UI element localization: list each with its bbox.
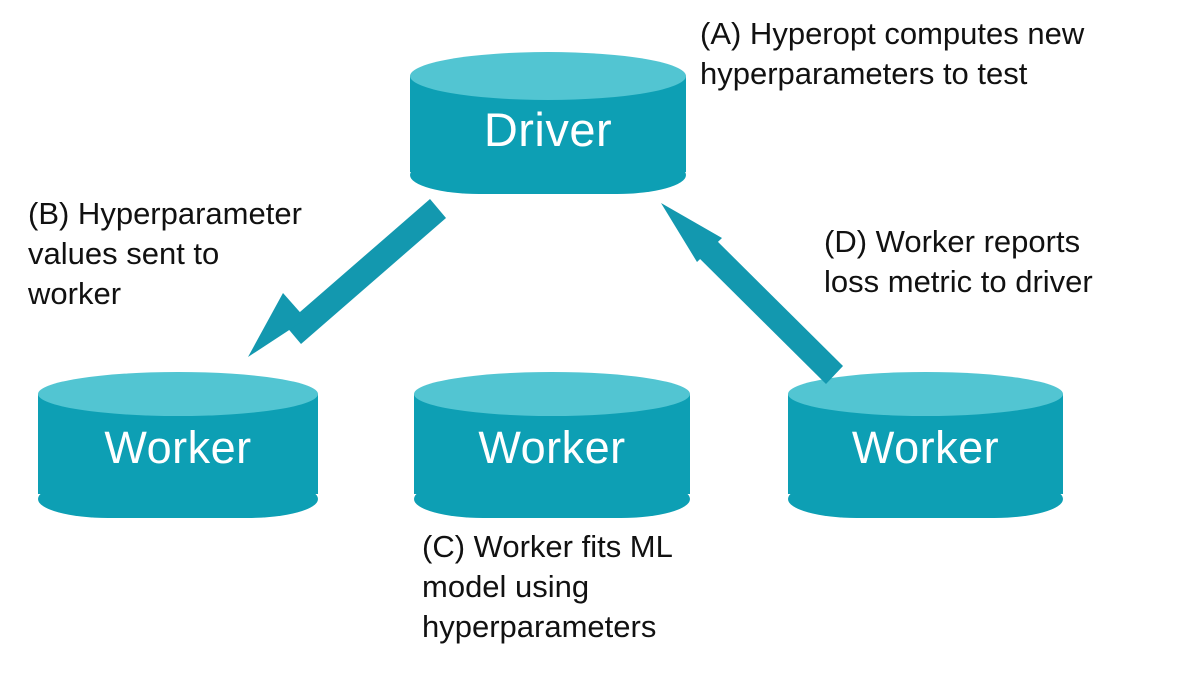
annotation-a: (A) Hyperopt computes new hyperparameter…	[700, 16, 1085, 91]
annotation-d: (D) Worker reports loss metric to driver	[824, 224, 1093, 299]
driver-label: Driver	[483, 103, 613, 156]
worker-left-cylinder-top	[38, 372, 318, 416]
worker-right-label: Worker	[851, 422, 1000, 473]
worker-center-cylinder-top	[414, 372, 690, 416]
worker-to-driver-arrow	[661, 203, 843, 384]
annotation-c: (C) Worker fits ML model using hyperpara…	[422, 529, 673, 644]
node-worker-right[interactable]: Worker	[788, 372, 1063, 518]
driver-cylinder-top	[410, 52, 686, 100]
worker-left-label: Worker	[104, 422, 252, 473]
worker-center-label: Worker	[478, 422, 626, 473]
node-driver[interactable]: Driver	[410, 52, 686, 194]
node-worker-left[interactable]: Worker	[38, 372, 318, 518]
annotation-b: (B) Hyperparameter values sent to worker	[28, 196, 302, 311]
worker-right-cylinder-top	[788, 372, 1063, 416]
node-worker-center[interactable]: Worker	[414, 372, 690, 518]
